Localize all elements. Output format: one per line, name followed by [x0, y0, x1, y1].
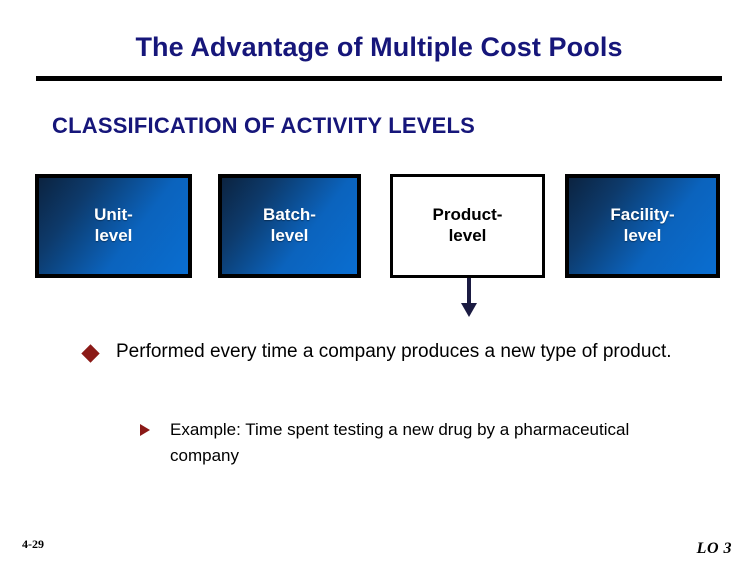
diamond-bullet-icon: [81, 344, 100, 363]
activity-level-box-facility-label: Facility- level: [610, 205, 675, 245]
activity-level-box-unit-label: Unit- level: [94, 205, 133, 245]
activity-level-box-batch[interactable]: Batch- level: [218, 174, 361, 278]
bullet-primary-text: Performed every time a company produces …: [116, 341, 672, 362]
triangle-bullet-icon: [140, 424, 150, 436]
section-heading: CLASSIFICATION OF ACTIVITY LEVELS: [52, 113, 475, 138]
bullet-primary: Performed every time a company produces …: [81, 338, 704, 367]
bullet-secondary: Example: Time spent testing a new drug b…: [140, 417, 700, 470]
bullet-secondary-text: Example: Time spent testing a new drug b…: [170, 420, 630, 466]
activity-level-box-unit[interactable]: Unit- level: [35, 174, 192, 278]
activity-level-box-product-label: Product- level: [432, 205, 503, 245]
page-title: The Advantage of Multiple Cost Pools: [135, 32, 623, 62]
activity-level-box-product[interactable]: Product- level: [390, 174, 545, 278]
slide-number: 4-29: [22, 537, 44, 551]
title-divider-rule: [36, 76, 722, 81]
activity-level-box-batch-label: Batch- level: [263, 205, 316, 245]
learning-objective-badge: LO 3: [696, 540, 732, 557]
activity-level-box-row: Unit- level Batch- level Product- level …: [0, 174, 756, 286]
activity-level-box-facility[interactable]: Facility- level: [565, 174, 720, 278]
down-arrow-icon: [461, 278, 477, 317]
